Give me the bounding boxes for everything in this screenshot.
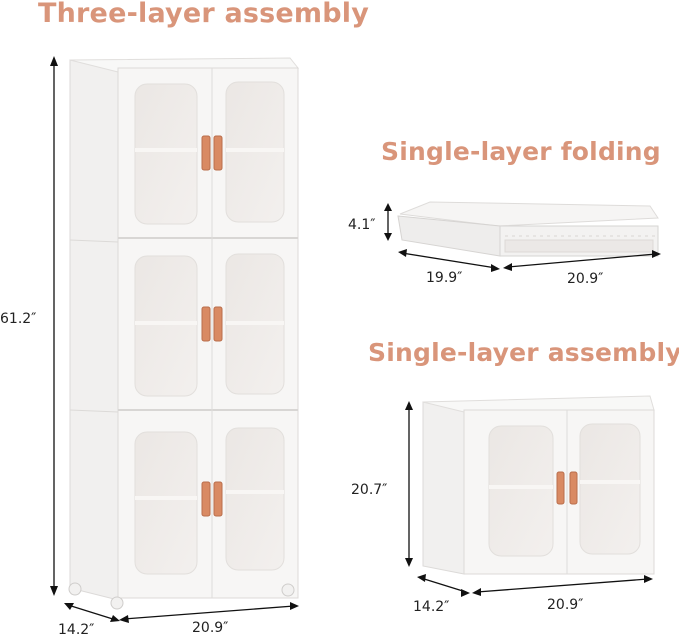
title-three-layer: Three-layer assembly	[38, 0, 370, 29]
assembly-depth-label: 14.2″	[413, 599, 450, 615]
three-layer-depth-label: 14.2″	[58, 622, 95, 638]
title-single-assembly: Single-layer assembly	[368, 338, 679, 367]
three-layer-width-label: 20.9″	[192, 620, 229, 636]
three-layer-height-label: 61.2″	[0, 311, 37, 327]
folding-width-label: 20.9″	[567, 271, 604, 287]
folding-depth-label: 19.9″	[426, 270, 463, 286]
assembly-width-label: 20.9″	[547, 597, 584, 613]
folding-height-label: 4.1″	[348, 217, 376, 233]
assembly-height-label: 20.7″	[351, 482, 388, 498]
title-single-folding: Single-layer folding	[381, 137, 661, 166]
